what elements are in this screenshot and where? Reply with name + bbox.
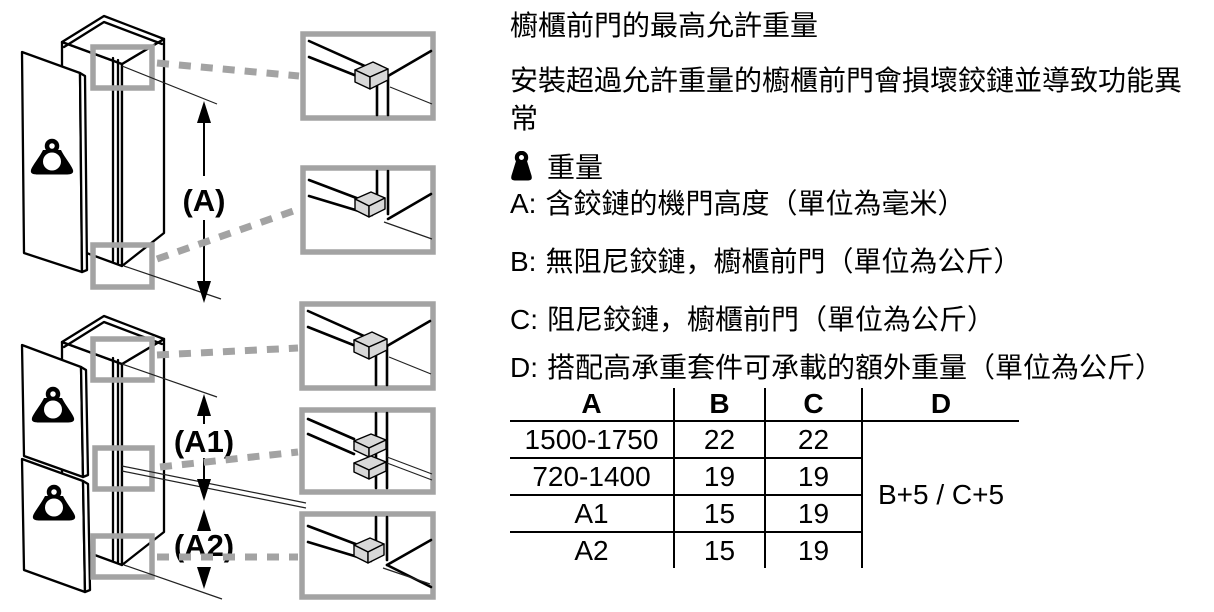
door-panel-lower (20, 457, 92, 594)
legend-text-c: 阻尼鉸鏈，櫥櫃前門（單位為公斤） (547, 304, 996, 335)
cell-range-4: A2 (574, 534, 609, 566)
dimension-label-a: (A) (182, 183, 225, 218)
legend-key-c: C: (510, 304, 538, 335)
hinge-block (353, 455, 387, 480)
weight-icon (511, 150, 532, 180)
callout-connector (156, 59, 300, 80)
hinge-highlight-middle (92, 445, 155, 492)
callout-connector (156, 344, 299, 359)
legend-text-b: 無阻尼鉸鏈，櫥櫃前門（單位為公斤） (545, 246, 1022, 277)
weight-spec-table: A B C D 1500-1750 22 22 B+5 / C+5 720-14… (510, 388, 1019, 568)
hinge-detail-top-2 (299, 301, 436, 391)
callout-connector (155, 205, 301, 263)
legend-item-b: B: 無阻尼鉸鏈，櫥櫃前門（單位為公斤） (510, 243, 1186, 280)
hinge-detail-bottom (300, 165, 436, 255)
hinge-block (354, 191, 386, 218)
legend-key-b: B: (510, 246, 537, 277)
hinge-highlight-bottom (90, 242, 155, 290)
cell-b-4: 15 (673, 532, 765, 568)
cabinet-diagram-double-door: (A1) (A2) (20, 314, 307, 600)
callout-connector (159, 448, 299, 471)
weight-heading: 重量 (510, 150, 1210, 183)
dimension-arrow-a2: (A2) (174, 509, 234, 589)
legend-item-a: A: 含鉸鏈的機門高度（單位為毫米） (510, 185, 1186, 222)
hinge-block (354, 61, 389, 90)
hinge-block (353, 537, 385, 564)
cell-c-3: 19 (764, 495, 862, 533)
dimension-label-a1: (A1) (174, 424, 234, 459)
column-header-c: C (764, 388, 862, 422)
cell-b-3: 15 (673, 495, 765, 533)
cell-b-1: 22 (673, 421, 765, 459)
hinge-highlight-top (90, 336, 155, 383)
legend-text-a: 含鉸鏈的機門高度（單位為毫米） (545, 188, 966, 219)
legend-text-d: 搭配高承重套件可承載的額外重量（單位為公斤） (547, 352, 1164, 383)
hinge-detail-top (300, 31, 436, 121)
hinge-detail-bottom-2 (299, 511, 436, 600)
column-header-a: A (510, 388, 674, 422)
hinge-highlight-top (90, 44, 155, 91)
legend-list: A: 含鉸鏈的機門高度（單位為毫米） B: 無阻尼鉸鏈，櫥櫃前門（單位為公斤） C:… (510, 185, 1210, 386)
page-title: 櫥櫃前門的最高允許重量 (510, 10, 819, 41)
dimension-arrow-a1: (A1) (174, 394, 234, 501)
legend-item-c: C: 阻尼鉸鏈，櫥櫃前門（單位為公斤） (510, 301, 1186, 338)
warning-text: 安裝超過允許重量的櫥櫃前門會損壞鉸鏈並導致功能異常 (510, 65, 1183, 134)
table-row: 720-1400 19 19 (510, 458, 1019, 496)
installation-diagrams: (A) (0, 0, 480, 607)
table-row: A2 15 19 (510, 532, 1019, 568)
table-row: A1 15 19 (510, 495, 1019, 533)
table-header-row: A B C D (510, 388, 1019, 422)
dimension-arrow-a: (A) (182, 101, 226, 303)
legend-key-d: D: (510, 352, 538, 383)
legend-item-d: D: 搭配高承重套件可承載的額外重量（單位為公斤） (510, 349, 1186, 386)
cell-range-2: 720-1400 (510, 458, 674, 496)
hinge-highlight-bottom (90, 533, 155, 580)
cell-range-1: 1500-1750 (510, 421, 674, 459)
column-header-d: D (861, 388, 1019, 422)
cell-c-4: 19 (764, 532, 862, 568)
cell-b-2: 19 (673, 458, 765, 496)
cabinet-diagrams-svg: (A) (20, 14, 436, 600)
table-row: 1500-1750 22 22 B+5 / C+5 (510, 421, 1019, 568)
hinge-block (353, 331, 388, 360)
cell-c-1: 22 (764, 421, 862, 459)
cabinet-diagram-single-door: (A) (20, 14, 301, 303)
hinge-block (353, 433, 387, 458)
weight-heading-label: 重量 (547, 152, 604, 183)
cell-range-3: A1 (510, 495, 674, 533)
legend-key-a: A: (510, 188, 537, 219)
hinge-detail-middle (299, 407, 436, 495)
cell-c-2: 19 (764, 458, 862, 496)
text-content: 櫥櫃前門的最高允許重量 安裝超過允許重量的櫥櫃前門會損壞鉸鏈並導致功能異常 重量… (510, 0, 1210, 568)
column-header-b: B (673, 388, 765, 422)
cell-d-merged: B+5 / C+5 (861, 421, 1019, 568)
